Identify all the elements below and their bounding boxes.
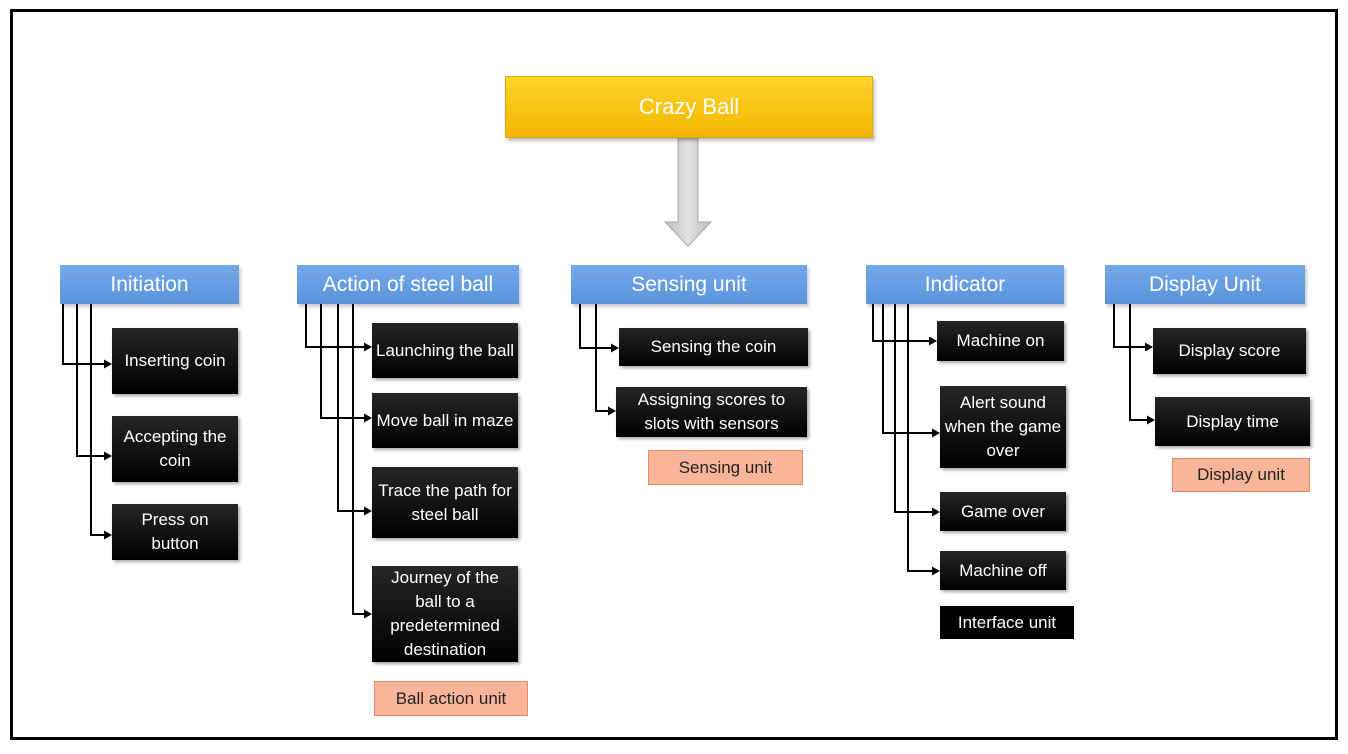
task-launching-ball: Launching the ball [372,323,518,378]
connector-col4-task1 [872,304,930,342]
category-sensing-unit: Sensing unit [571,265,807,304]
unit-label-ball-action: Ball action unit [374,681,528,716]
task-label: Accepting the coin [123,427,227,470]
task-trace-path: Trace the path for steel ball [372,467,518,538]
unit-label-sensing: Sensing unit [648,450,803,485]
down-arrow-icon [663,137,713,247]
unit-label: Sensing unit [678,457,773,477]
arrowhead-icon [364,506,372,516]
task-display-time: Display time [1155,397,1310,446]
connector-col2-task1 [305,304,365,348]
category-label: Indicator [924,272,1006,296]
task-label: Launching the ball [376,340,515,360]
unit-label: Ball action unit [395,688,507,708]
category-label: Sensing unit [631,272,747,296]
arrowhead-icon [364,609,372,619]
category-label: Action of steel ball [322,272,494,296]
connector-col2-task4 [352,304,365,615]
category-display-unit: Display Unit [1105,265,1305,304]
task-alert-sound: Alert sound when the game over [940,386,1066,468]
unit-label-display: Display unit [1172,458,1310,492]
connector-col4-task3 [894,304,933,513]
task-accepting-coin: Accepting the coin [112,416,238,482]
arrowhead-icon [932,428,940,438]
category-action-of-steel-ball: Action of steel ball [297,265,519,304]
diagram-frame [10,9,1338,740]
unit-label: Display unit [1197,465,1285,484]
task-label: Assigning scores to slots with sensors [637,390,786,433]
category-indicator: Indicator [866,265,1064,304]
task-label: Game over [960,501,1046,521]
category-label: Initiation [110,272,189,296]
task-game-over: Game over [940,492,1066,531]
task-label: Display time [1186,411,1279,431]
task-machine-on: Machine on [937,321,1064,361]
connector-col3-task1 [579,304,612,349]
task-label: Trace the path for steel ball [378,480,512,524]
arrowhead-icon [104,530,112,540]
task-journey-of-ball: Journey of the ball to a predetermined d… [372,566,518,662]
task-label: Display score [1178,341,1281,360]
arrowhead-icon [364,413,372,423]
connector-col1-task3 [90,304,105,536]
connector-col1-task2 [76,304,105,457]
task-inserting-coin: Inserting coin [112,328,238,394]
root-node: Crazy Ball [505,76,873,138]
connector-col5-task1 [1113,304,1146,348]
arrowhead-icon [104,451,112,461]
arrowhead-icon [932,566,940,576]
task-label: Journey of the ball to a predetermined d… [390,568,500,659]
arrowhead-icon [608,406,616,416]
task-move-ball-in-maze: Move ball in maze [372,393,518,448]
unit-label: Interface unit [957,612,1057,632]
connector-col3-task2 [595,304,609,412]
arrowhead-icon [1147,415,1155,425]
task-machine-off: Machine off [940,551,1066,590]
category-label: Display Unit [1148,272,1262,296]
task-label: Press on button [141,510,209,553]
task-label: Machine on [956,331,1045,350]
connector-col4-task4 [907,304,933,572]
unit-label-interface: Interface unit [940,606,1074,639]
connector-col4-task2 [882,304,933,434]
task-display-score: Display score [1153,328,1306,374]
connector-col2-task3 [337,304,365,512]
arrowhead-icon [929,336,937,346]
arrowhead-icon [1145,342,1153,352]
arrowhead-icon [932,507,940,517]
category-initiation: Initiation [60,265,239,304]
arrowhead-icon [104,359,112,369]
task-label: Machine off [959,560,1047,580]
connector-col1-task1 [62,304,105,365]
arrowhead-icon [611,343,619,353]
task-label: Move ball in maze [376,410,514,430]
task-label: Inserting coin [124,351,226,370]
task-sensing-coin: Sensing the coin [619,328,808,366]
task-assigning-scores: Assigning scores to slots with sensors [616,387,807,437]
connector-col2-task2 [320,304,365,419]
connector-col5-task2 [1129,304,1148,421]
task-label: Sensing the coin [650,337,777,356]
task-label: Alert sound when the game over [944,393,1062,460]
task-press-button: Press on button [112,504,238,560]
connectors [62,304,1155,619]
root-title: Crazy Ball [638,94,740,119]
arrowhead-icon [364,342,372,352]
